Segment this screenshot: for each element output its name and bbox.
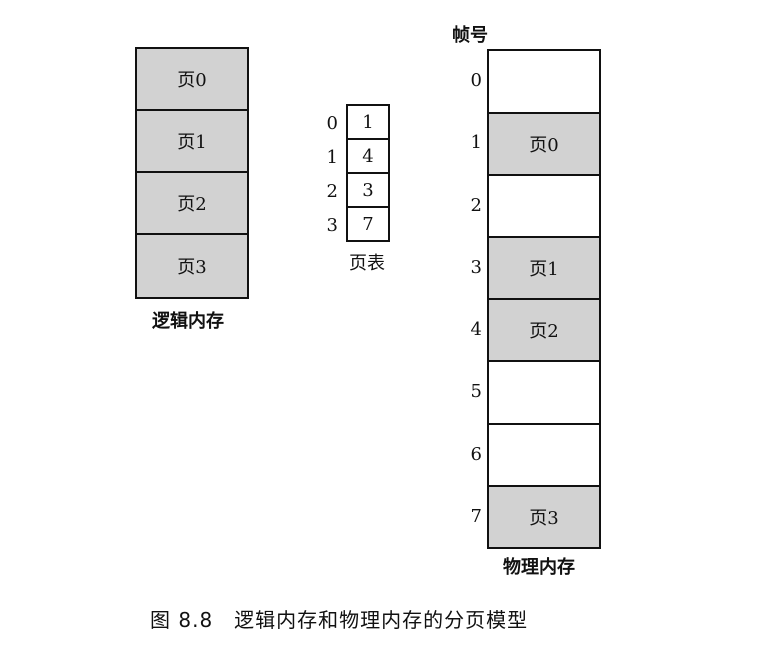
physical-frame-3: 页1 (487, 236, 601, 300)
page-table-index-1: 1 (326, 147, 338, 168)
physical-frame-4-label: 页2 (529, 321, 559, 342)
logical-page-3: 页3 (135, 233, 249, 299)
page-table-index-3: 3 (326, 215, 338, 236)
physical-frame-6 (487, 423, 601, 487)
logical-page-1: 页1 (135, 109, 249, 173)
physical-frame-1-label: 页0 (529, 135, 559, 156)
frame-number-0: 0 (470, 70, 482, 91)
page-table-entry-2: 3 (346, 172, 390, 208)
page-table-entry-3-value: 7 (362, 213, 374, 235)
physical-frame-3-label: 页1 (529, 259, 559, 280)
frame-number-1: 1 (470, 132, 482, 153)
logical-page-0: 页0 (135, 47, 249, 111)
physical-memory-label: 物理内存 (503, 557, 575, 578)
physical-frame-2 (487, 174, 601, 238)
physical-frame-7-label: 页3 (529, 508, 559, 529)
page-table-entry-0: 1 (346, 104, 390, 140)
page-table-label: 页表 (349, 253, 385, 274)
physical-frame-4: 页2 (487, 298, 601, 362)
frame-number-2: 2 (470, 195, 482, 216)
logical-page-1-label: 页1 (177, 132, 207, 153)
frame-number-4: 4 (470, 319, 482, 340)
frame-number-5: 5 (470, 381, 482, 402)
frame-number-3: 3 (470, 257, 482, 278)
physical-frame-1: 页0 (487, 112, 601, 176)
physical-frame-5 (487, 360, 601, 425)
page-table-entry-1: 4 (346, 138, 390, 174)
frame-number-7: 7 (470, 506, 482, 527)
figure-caption: 图 8.8 逻辑内存和物理内存的分页模型 (150, 608, 529, 632)
page-table-entry-3: 7 (346, 206, 390, 242)
page-table-entry-2-value: 3 (362, 179, 374, 201)
logical-page-2: 页2 (135, 171, 249, 235)
page-table-index-0: 0 (326, 113, 338, 134)
frame-number-header: 帧号 (452, 25, 488, 46)
logical-page-0-label: 页0 (177, 70, 207, 91)
page-table-entry-1-value: 4 (362, 145, 374, 167)
physical-frame-7: 页3 (487, 485, 601, 549)
logical-page-3-label: 页3 (177, 257, 207, 278)
frame-number-6: 6 (470, 444, 482, 465)
physical-frame-0 (487, 49, 601, 114)
page-table-entry-0-value: 1 (362, 111, 374, 133)
logical-page-2-label: 页2 (177, 194, 207, 215)
logical-memory-label: 逻辑内存 (152, 311, 224, 332)
page-table-index-2: 2 (326, 181, 338, 202)
